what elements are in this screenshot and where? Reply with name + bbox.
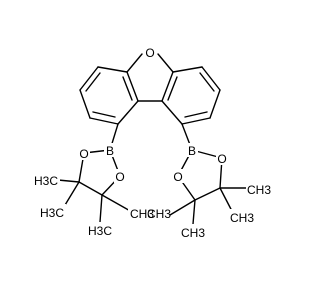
bond-right-ring-4 — [181, 117, 211, 125]
oxygen-left-lower-label: O — [115, 170, 124, 184]
methyl-label-right-3: CH3 — [147, 207, 171, 221]
bond-left-ring-2-inner — [85, 72, 101, 92]
bond-left-ring-4-inner — [92, 111, 116, 118]
bond-left-ring-1 — [97, 66, 128, 73]
atom-labels: O B B O O O O — [78, 45, 228, 184]
bond-me-left-3 — [99, 194, 103, 223]
oxygen-right-lower-label: O — [173, 170, 182, 184]
bond-left-ring-6 — [126, 71, 139, 102]
bond-o-c9a — [126, 53, 143, 73]
methyl-label-right-2: CH3 — [230, 211, 254, 225]
bond-c-c-left — [78, 181, 103, 196]
bond-right-ring-6 — [161, 71, 174, 102]
methyl-label-left-2: H3C — [40, 206, 64, 220]
bond-right-ring-2-inner — [199, 72, 215, 92]
methyl-label-left-3: CH3 — [130, 207, 154, 221]
bond-me-left-1 — [57, 179, 80, 183]
bond-c-c-right — [194, 187, 221, 201]
bond-left-ring-6-inner — [122, 76, 133, 101]
bond-right-ring-3 — [209, 89, 221, 119]
bond-right-ring-6-inner — [167, 76, 178, 101]
methyl-label-left-4: H3C — [88, 224, 112, 238]
methyl-labels: H3C H3C CH3 H3C CH3 CH3 CH3 CH3 — [34, 172, 274, 240]
bond-left-ring-4 — [89, 117, 119, 125]
bond-me-left-4 — [101, 194, 133, 213]
bond-me-right-4 — [169, 199, 196, 216]
structure-canvas: O B B O O O O H3C H3C CH3 H3C CH3 CH3 CH… — [33, 45, 274, 240]
methyl-label-right-4: CH3 — [181, 226, 205, 240]
boron-left-label: B — [106, 144, 114, 158]
methyl-label-left-1: H3C — [34, 174, 58, 188]
oxygen-right-upper-label: O — [217, 152, 226, 166]
dibenzofuran-core — [79, 53, 221, 125]
bond-right-ring-5 — [161, 100, 183, 125]
oxygen-left-upper-label: O — [79, 147, 88, 161]
bond-right-ring-4-inner — [184, 111, 208, 118]
furan-oxygen-label: O — [145, 46, 154, 60]
molecule-diagram: O B B O O O O H3C H3C CH3 H3C CH3 CH3 CH… — [33, 45, 274, 240]
bond-left-ring-5 — [117, 100, 139, 125]
bond-left-ring-2 — [79, 66, 99, 91]
bond-right-ring-1 — [172, 66, 203, 73]
bond-me-right-3 — [192, 199, 196, 225]
methyl-label-right-1: CH3 — [247, 183, 271, 197]
boron-right-label: B — [188, 144, 196, 158]
bond-right-ring-2 — [201, 66, 221, 91]
bond-o-c9b — [157, 53, 174, 73]
bond-left-ring-3 — [79, 89, 91, 119]
